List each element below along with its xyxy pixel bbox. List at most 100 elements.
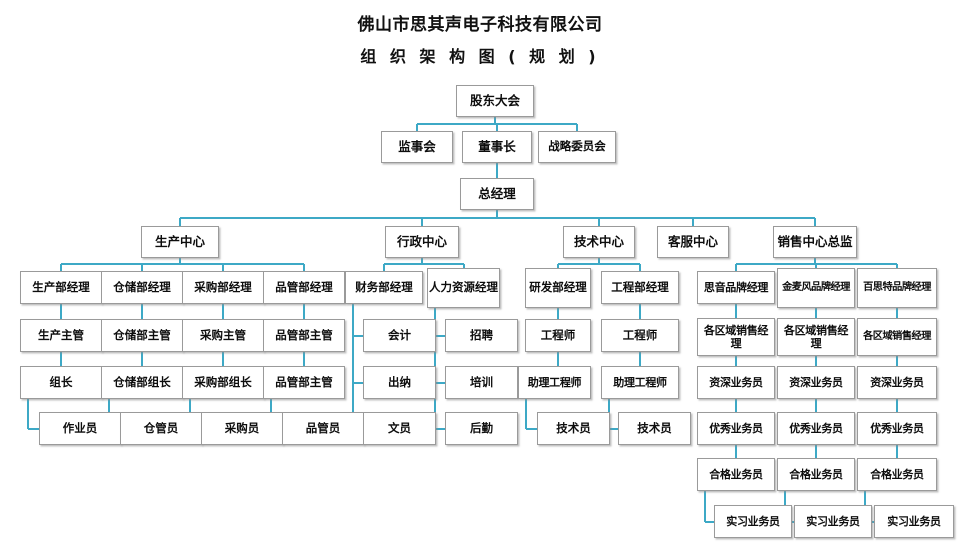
connector-rd_asst-to-rd_tech xyxy=(526,427,537,430)
org-node-eng-eng[interactable]: 工程师 xyxy=(601,319,679,352)
org-node-hr-mgr[interactable]: 人力资源经理 xyxy=(427,268,500,308)
connector-chairman-to-general_manager xyxy=(496,163,498,178)
connector-center_sales-to-brand1_mgr xyxy=(735,264,737,271)
connector-bus-center_production xyxy=(61,263,304,265)
connector-wh_mgr-to-wh_sup xyxy=(141,304,143,319)
connector-brand2_senior-to-brand2_excellent xyxy=(815,399,817,412)
connector-eng_asst-to-eng_tech xyxy=(609,427,618,430)
org-node-brand3-senior[interactable]: 资深业务员 xyxy=(857,366,937,399)
org-node-qc-sup2[interactable]: 品管部主管 xyxy=(263,366,345,399)
org-node-pur-worker[interactable]: 采购员 xyxy=(201,412,283,445)
connector-drop-center_admin xyxy=(421,258,423,264)
org-node-prod-worker[interactable]: 作业员 xyxy=(39,412,121,445)
connector-shareholders-to-chairman xyxy=(496,124,498,131)
org-node-rd-eng[interactable]: 工程师 xyxy=(525,319,591,352)
connector-general_manager-to-center_production xyxy=(179,218,181,226)
org-node-brand1-region[interactable]: 各区域销售经理 xyxy=(697,318,775,356)
org-node-eng-mgr[interactable]: 工程部经理 xyxy=(601,271,679,304)
connector-drop-shareholders xyxy=(494,117,496,124)
org-node-fin-3[interactable]: 文员 xyxy=(363,412,436,445)
org-node-center-service[interactable]: 客服中心 xyxy=(657,226,729,258)
org-node-brand1-excellent[interactable]: 优秀业务员 xyxy=(697,412,775,445)
org-node-brand2-region[interactable]: 各区域销售经理 xyxy=(777,318,855,356)
org-node-brand2-senior[interactable]: 资深业务员 xyxy=(777,366,855,399)
connector-shareholders-to-strategy xyxy=(576,124,578,131)
connector-bus-general_manager xyxy=(180,217,815,219)
org-node-pur-lead[interactable]: 采购部组长 xyxy=(182,366,264,399)
org-node-rd-mgr[interactable]: 研发部经理 xyxy=(525,268,591,308)
org-node-brand3-mgr[interactable]: 百思特品牌经理 xyxy=(857,268,937,308)
org-node-wh-worker[interactable]: 仓管员 xyxy=(120,412,202,445)
org-node-chairman[interactable]: 董事长 xyxy=(462,131,532,163)
org-node-fin-mgr[interactable]: 财务部经理 xyxy=(345,271,423,304)
connector-spine-fin_mgr xyxy=(352,304,354,429)
org-node-brand2-excellent[interactable]: 优秀业务员 xyxy=(777,412,855,445)
org-node-brand2-intern[interactable]: 实习业务员 xyxy=(794,505,872,538)
org-node-prod-sup[interactable]: 生产主管 xyxy=(20,319,102,352)
org-node-general-manager[interactable]: 总经理 xyxy=(460,178,534,210)
connector-eng_eng-to-eng_asst xyxy=(639,352,641,366)
org-node-wh-mgr[interactable]: 仓储部经理 xyxy=(101,271,183,304)
org-node-pur-sup[interactable]: 采购主管 xyxy=(182,319,264,352)
org-node-qc-worker[interactable]: 品管员 xyxy=(282,412,364,445)
connector-brand3_excellent-to-brand3_qualified xyxy=(896,445,898,458)
connector-brand1_excellent-to-brand1_qualified xyxy=(735,445,737,458)
connector-brand1_mgr-to-brand1_region xyxy=(735,304,737,318)
page-subtitle: 组 织 架 构 图 ( 规 划 ) xyxy=(360,47,600,66)
connector-bus-center_tech xyxy=(558,263,640,265)
connector-brand2_region-to-brand2_senior xyxy=(815,356,817,366)
org-node-fin-2[interactable]: 出纳 xyxy=(363,366,436,399)
connector-rd_eng-to-rd_asst xyxy=(557,352,559,366)
connector-prod_lead-to-prod_worker xyxy=(28,427,39,430)
org-node-hr-1[interactable]: 招聘 xyxy=(445,319,518,352)
org-node-brand3-excellent[interactable]: 优秀业务员 xyxy=(857,412,937,445)
org-node-qc-mgr[interactable]: 品管部经理 xyxy=(263,271,345,304)
org-node-wh-sup[interactable]: 仓储部主管 xyxy=(101,319,183,352)
org-node-eng-tech[interactable]: 技术员 xyxy=(618,412,691,445)
org-node-hr-2[interactable]: 培训 xyxy=(445,366,518,399)
org-node-center-tech[interactable]: 技术中心 xyxy=(563,226,635,258)
org-node-center-production[interactable]: 生产中心 xyxy=(141,226,219,258)
org-node-supervisory[interactable]: 监事会 xyxy=(381,131,453,163)
connector-brand1_qualified-to-brand1_intern xyxy=(705,520,714,523)
org-node-brand1-intern[interactable]: 实习业务员 xyxy=(714,505,792,538)
connector-prod_sup-to-prod_lead xyxy=(60,352,62,366)
connector-drop-center_tech xyxy=(598,258,600,264)
org-node-qc-sup1[interactable]: 品管部主管 xyxy=(263,319,345,352)
connector-qc_sup1-to-qc_sup2 xyxy=(303,352,305,366)
org-node-shareholders[interactable]: 股东大会 xyxy=(456,85,534,117)
org-node-prod-lead[interactable]: 组长 xyxy=(20,366,102,399)
org-node-rd-tech[interactable]: 技术员 xyxy=(537,412,610,445)
org-node-fin-1[interactable]: 会计 xyxy=(363,319,436,352)
org-node-brand2-mgr[interactable]: 金麦风品牌经理 xyxy=(777,268,855,308)
org-node-hr-3[interactable]: 后勤 xyxy=(445,412,518,445)
org-node-brand3-qualified[interactable]: 合格业务员 xyxy=(857,458,937,491)
org-node-brand3-intern[interactable]: 实习业务员 xyxy=(874,505,954,538)
org-node-strategy[interactable]: 战略委员会 xyxy=(538,131,616,163)
page-title: 佛山市思其声电子科技有限公司 xyxy=(357,15,603,35)
org-node-brand1-mgr[interactable]: 思音品牌经理 xyxy=(697,271,775,304)
connector-brand3_senior-to-brand3_excellent xyxy=(896,399,898,412)
org-node-brand2-qualified[interactable]: 合格业务员 xyxy=(777,458,855,491)
org-node-center-sales[interactable]: 销售中心总监 xyxy=(773,226,857,258)
connector-center_sales-to-brand2_mgr xyxy=(815,264,817,268)
org-node-brand1-qualified[interactable]: 合格业务员 xyxy=(697,458,775,491)
connector-hr_mgr-to-hr_1 xyxy=(435,334,445,337)
org-node-rd-asst[interactable]: 助理工程师 xyxy=(518,366,591,399)
connector-center_production-to-qc_mgr xyxy=(303,264,305,271)
org-node-wh-lead[interactable]: 仓储部组长 xyxy=(101,366,183,399)
org-node-brand1-senior[interactable]: 资深业务员 xyxy=(697,366,775,399)
org-node-prod-mgr[interactable]: 生产部经理 xyxy=(20,271,102,304)
connector-fin_mgr-to-fin_1 xyxy=(353,334,363,337)
org-node-brand3-region[interactable]: 各区域销售经理 xyxy=(857,318,937,356)
org-node-center-admin[interactable]: 行政中心 xyxy=(385,226,459,258)
connector-center_production-to-prod_mgr xyxy=(60,264,62,271)
connector-fin_mgr-to-fin_2 xyxy=(353,381,363,384)
org-node-eng-asst[interactable]: 助理工程师 xyxy=(601,366,679,399)
org-node-pur-mgr[interactable]: 采购部经理 xyxy=(182,271,264,304)
connector-drop-center_production xyxy=(179,258,181,264)
connector-drop-center_sales xyxy=(814,258,816,264)
connector-prod_mgr-to-prod_sup xyxy=(60,304,62,319)
connector-general_manager-to-center_tech xyxy=(598,218,600,226)
